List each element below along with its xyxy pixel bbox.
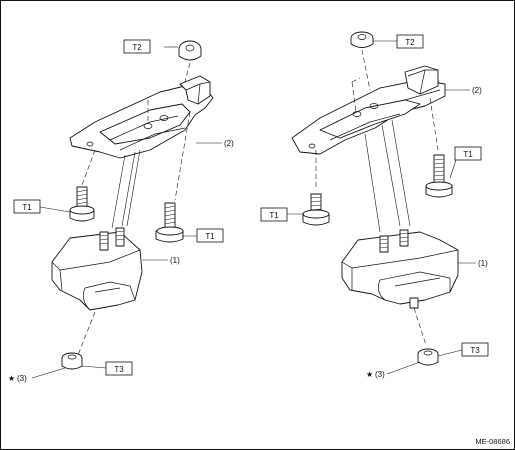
right-t3-label: T3 bbox=[470, 346, 480, 355]
right-t2-label: T2 bbox=[405, 38, 415, 47]
right-bracket-label: (2) bbox=[472, 86, 482, 95]
left-bolt-t1-a bbox=[69, 186, 95, 222]
left-t1a-label: T1 bbox=[22, 203, 32, 212]
left-bracket-label: (2) bbox=[224, 139, 234, 148]
right-t1a-box bbox=[260, 207, 288, 222]
left-assembly bbox=[31, 40, 222, 379]
left-nut-t3 bbox=[61, 352, 83, 370]
left-t3-label: T3 bbox=[114, 365, 124, 374]
right-bolt-t1-a bbox=[302, 193, 330, 226]
right-nut-t3 bbox=[417, 348, 439, 366]
right-t2-box bbox=[396, 34, 424, 49]
right-star-symbol: ★ bbox=[366, 370, 373, 379]
left-t1b-label: T1 bbox=[205, 232, 215, 241]
left-t1b-box bbox=[196, 228, 224, 243]
right-engine-mount bbox=[341, 229, 459, 309]
right-mount-label: (1) bbox=[478, 259, 488, 268]
right-t1b-label: T1 bbox=[463, 150, 473, 159]
left-bolt-t1-b bbox=[155, 202, 184, 243]
left-t1a-box bbox=[13, 199, 41, 214]
right-nut-label: (3) bbox=[375, 370, 385, 379]
right-bolt-t1-b bbox=[425, 154, 453, 198]
left-bracket bbox=[69, 75, 214, 159]
right-assembly bbox=[287, 31, 476, 375]
right-t3-box bbox=[461, 342, 489, 357]
right-nut-t2 bbox=[350, 31, 374, 48]
left-t2-label: T2 bbox=[132, 43, 142, 52]
left-nut-label: (3) bbox=[17, 374, 27, 383]
left-engine-mount bbox=[51, 227, 143, 311]
right-t1b-box bbox=[454, 146, 482, 161]
right-t1a-label: T1 bbox=[269, 211, 279, 220]
left-nut-t2 bbox=[178, 40, 202, 61]
left-t2-box bbox=[123, 39, 151, 54]
left-mount-label: (1) bbox=[170, 256, 180, 265]
left-star-symbol: ★ bbox=[8, 374, 15, 383]
left-t3-box bbox=[105, 361, 133, 376]
right-bracket bbox=[291, 65, 446, 155]
figure-id: ME-08686 bbox=[475, 437, 510, 446]
